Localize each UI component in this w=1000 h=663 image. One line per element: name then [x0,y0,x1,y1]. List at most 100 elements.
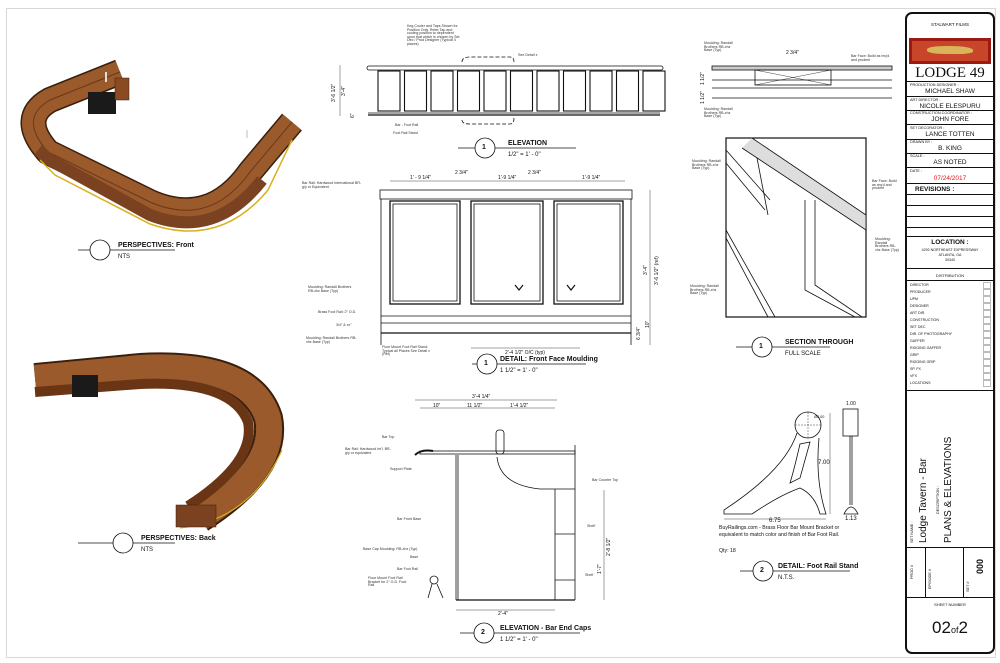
section-note: Moulding: Randall Brothers RB-xhz Base (… [690,284,719,296]
elevation-scale: 1/2" = 1' - 0" [508,152,541,158]
elevation-panel [509,70,534,112]
distribution-checkbox[interactable] [983,310,991,317]
end-caps-dim: 3'-4 1/4" [472,394,491,400]
section-drawing [711,65,893,318]
front-face-note: Moulding: Randall Brothers RB-xhz Base (… [306,336,357,344]
sheet-current: 02 [932,618,951,637]
front-face-note: Bar Rail: Hardwood International BR-g/y … [302,181,362,189]
elevation-title: ELEVATION [508,140,548,147]
drawn-by: B. KING [938,145,962,152]
distribution-item: CONSTRUCTION [910,318,939,322]
distribution-checkbox[interactable] [983,380,991,387]
episode-label: EPISODE # [928,568,932,589]
front-face-dim: 1'-9 1/4" [582,175,601,181]
foot-rail-title: DETAIL: Foot Rail Stand [778,563,859,570]
front-face-title: DETAIL: Front Face Moulding [500,356,598,363]
distribution-item: RIGGING GRIP [910,360,936,364]
art-director: NICOLE ELESPURU [919,103,981,110]
distribution-checkbox[interactable] [983,359,991,366]
foot-rail-dim: 1.13 [845,516,857,522]
set-number: 000 [975,558,985,574]
field-label: CONSTRUCTION COORDINATOR : [910,111,972,115]
prod-number-label: PROD # [910,564,914,579]
elevation-drawing [339,56,666,125]
sheet-border [6,8,996,658]
end-caps-note: Bar Rail: Hardwood Int'l. BR-g/y or equi… [345,447,391,455]
front-face-note: Floor Mount Foot Rail Stand: Typical all… [382,345,430,357]
elevation-panel [589,70,613,112]
elevation-panel [456,70,481,112]
persp-front-title: PERSPECTIVES: Front [118,242,194,249]
foot-rail-scale: N.T.S. [778,575,795,581]
elevation-note-foot-rail: Bar - Foot Rail [395,123,419,127]
end-caps-dim: 1'-4 1/2" [510,403,529,409]
field-label: SCALE : [910,154,925,158]
location-address: ATLANTA, GA [938,253,962,257]
distribution-checkbox[interactable] [983,331,991,338]
production-designer: MICHAEL SHAW [925,88,975,95]
distribution-checkbox[interactable] [983,345,991,352]
distribution-checkbox[interactable] [983,338,991,345]
end-caps-note: Base [410,555,419,559]
front-face-dim: 1' - 9 1/4" [410,175,432,181]
distribution-checkbox[interactable] [983,366,991,373]
front-face-drawing [379,180,651,349]
title-block: STALWART FILMS LODGE 49 PRODUCTION DESIG… [905,12,995,654]
distribution-item: DIR. OF PHOTOGRAPHY [910,332,953,336]
distribution-item: DIRECTOR [910,283,929,287]
elevation-panel [536,70,560,112]
distribution-checkbox[interactable] [983,282,991,289]
foot-rail-qty: Qty: 18 [719,548,736,554]
front-face-dim: 10" [645,320,651,328]
distribution-checkbox[interactable] [983,373,991,380]
end-caps-note: Floor Mount Foot Rail Bracket for 2" O.D… [368,576,407,588]
elevation-panel [403,70,428,112]
distribution-checkbox[interactable] [983,303,991,310]
sheet-of: of [950,625,959,635]
end-caps-note: Shelf [585,573,594,577]
end-caps-note: Shelf [587,524,596,528]
sheet-number: 02of2 [907,618,993,638]
distribution-item: ART DIR. [910,311,926,315]
distribution-item: GAFFER [910,339,925,343]
front-face-dim: 2 3/4" [528,170,541,176]
end-caps-dim: 1'-7" [597,564,603,574]
elevation-note-keg: Keg Cooler and Taps Shown for Position O… [407,24,460,46]
sheet-number-label: SHEET NUMBER [934,602,966,607]
end-caps-dim: 11 1/2" [467,403,483,409]
section-dim: 1 1/2" [700,72,706,85]
end-caps-note: Base Cap Moulding: RB-xhz (Typ) [363,547,418,551]
elevation-number: 1 [482,144,486,151]
foot-rail-number: 2 [760,567,764,574]
end-caps-drawing [414,399,605,611]
perspective-back-drawing [33,352,285,531]
distribution-item: LOCATIONS [910,381,931,385]
elevation-panel [377,70,401,112]
distribution-checkbox[interactable] [983,289,991,296]
section-note: Bar Face: Build as req'd and prudent [872,179,897,191]
field-label: ART DIRECTOR : [910,98,941,102]
section-note: Bar Face: Build as req'd and prudent [851,54,890,62]
distribution-checkbox[interactable] [983,352,991,359]
elevation-note-stand: Foot Rail Stand [393,131,418,135]
front-face-number: 1 [484,360,488,367]
field-label: DRAWN BY : [910,140,933,144]
end-caps-title: ELEVATION - Bar End Caps [500,625,592,632]
lodge-logo [909,38,991,64]
front-face-dim: 3'-6 1/2" (ref) [654,256,660,285]
distribution-checkbox[interactable] [983,296,991,303]
elevation-dim: 6" [350,113,356,118]
section-note: Moulding: Randall Brothers RB-xhz Base (… [704,107,733,119]
field-label: PRODUCTION DESIGNER : [910,83,959,87]
persp-front-scale: NTS [118,254,130,260]
distribution-checkbox[interactable] [983,317,991,324]
end-caps-dim: 10" [433,403,441,409]
sheet-total: 2 [958,618,968,637]
distribution-checkbox[interactable] [983,324,991,331]
set-number-label: SET # [966,581,970,592]
construction-coordinator: JOHN FORE [931,116,969,123]
persp-back-title: PERSPECTIVES: Back [141,535,216,542]
front-face-dim: 3'-4" [643,265,649,275]
section-scale: FULL SCALE [785,351,821,357]
end-caps-dim: 2'-4" [498,611,508,617]
